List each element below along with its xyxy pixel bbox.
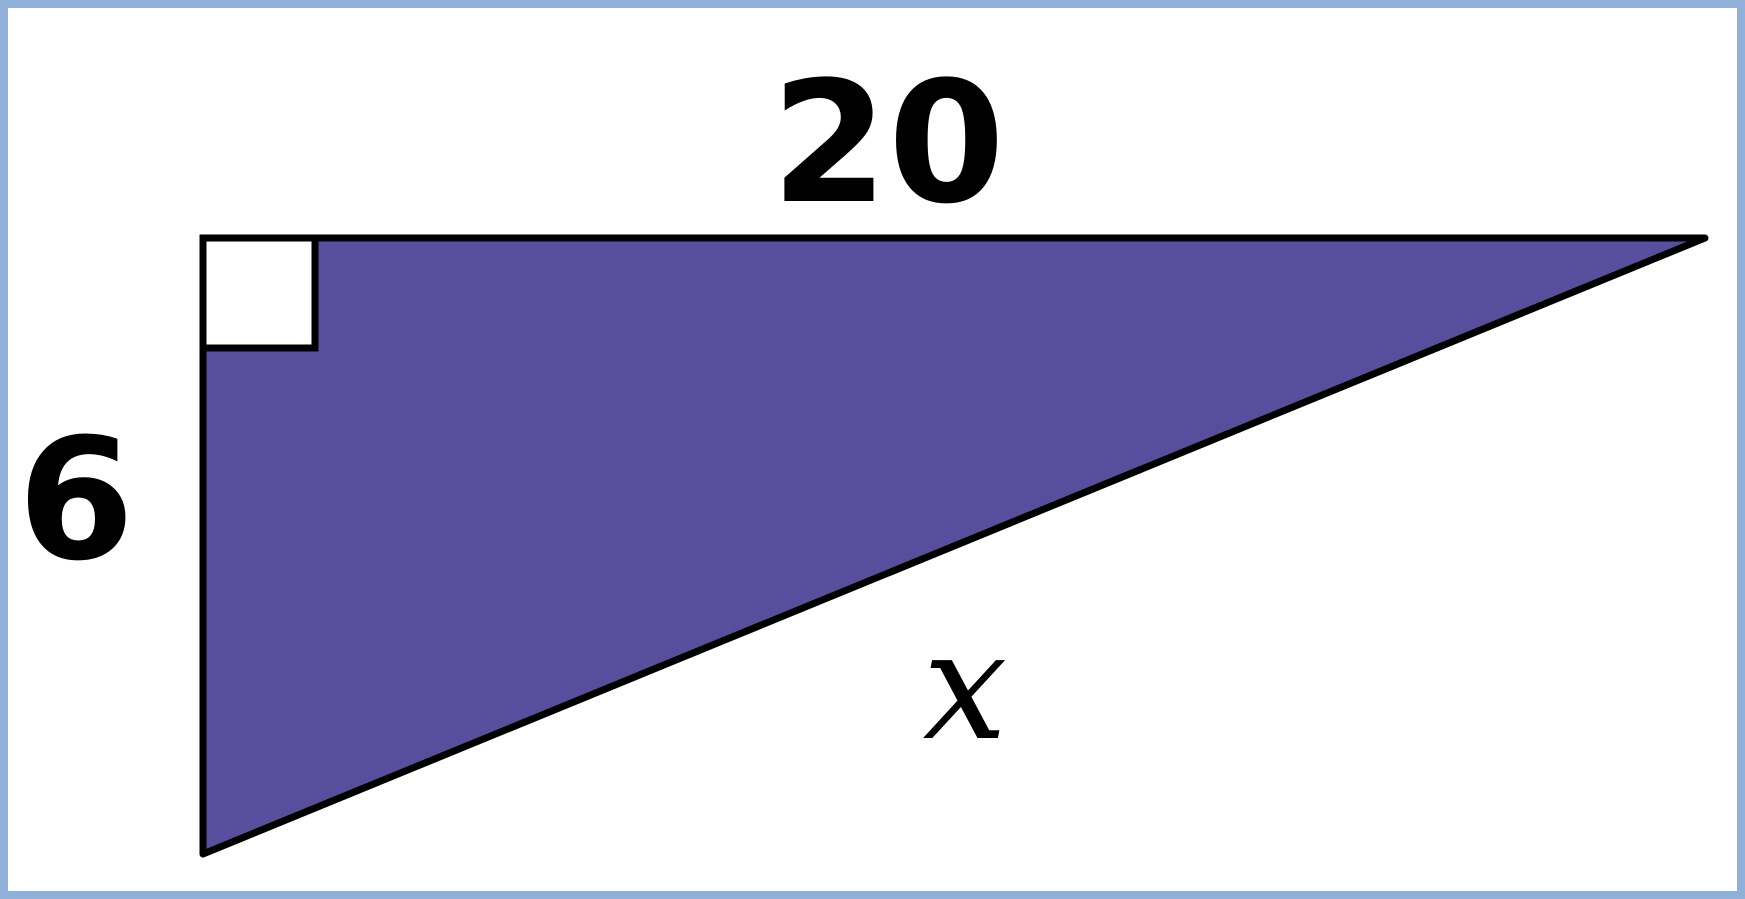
right-angle-marker bbox=[199, 234, 319, 352]
hypotenuse-label: x bbox=[923, 600, 1008, 774]
left-side-label: 6 bbox=[18, 402, 135, 598]
right-triangle bbox=[199, 234, 1709, 858]
top-side-label: 20 bbox=[771, 45, 1005, 241]
